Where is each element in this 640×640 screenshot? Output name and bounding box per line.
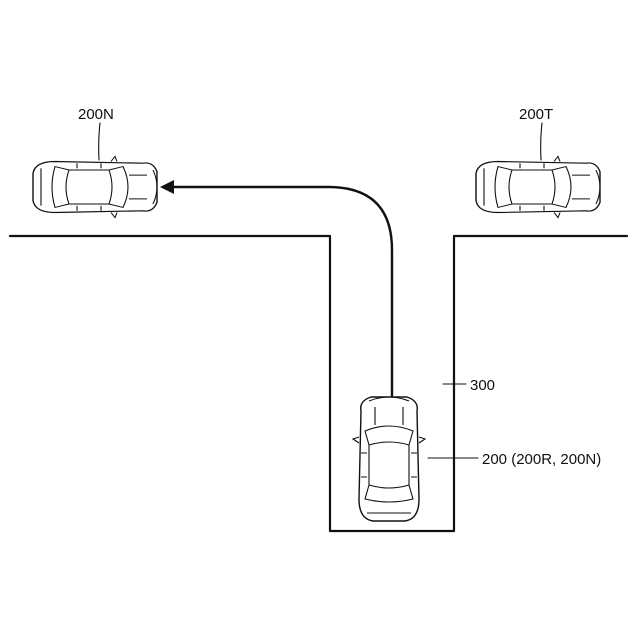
car-200T [476,156,600,217]
label-200: 200 (200R, 200N) [482,451,601,468]
label-200T: 200T [519,106,553,123]
label-300: 300 [470,377,495,394]
travel-path-arrow [170,187,392,396]
leader-200N [99,123,100,160]
car-200 [353,397,425,521]
road-edge-left [10,236,627,531]
car-200N [33,156,157,217]
label-200N: 200N [78,106,114,123]
leader-200T [541,123,542,160]
arrowhead [160,180,174,194]
